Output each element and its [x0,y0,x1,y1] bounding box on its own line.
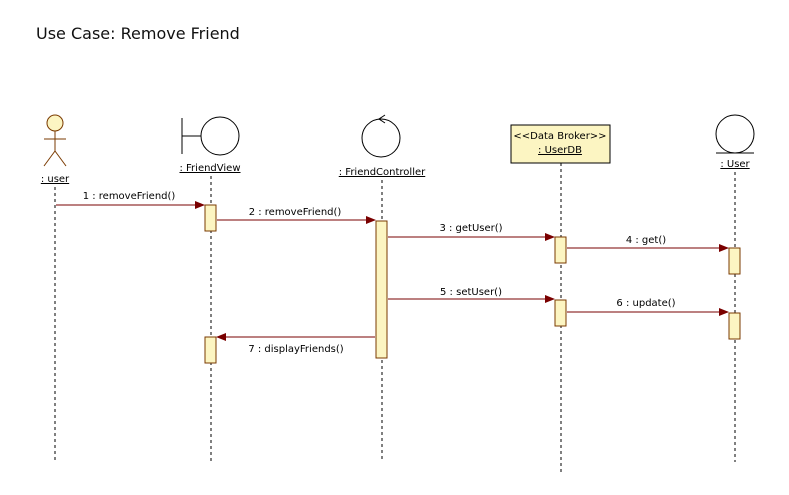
entity-icon [715,114,755,154]
lifeline-user-label: : user [41,174,70,185]
message-label-3: 3 : getUser() [439,223,502,234]
activation-user-db-1 [554,236,567,264]
activation-friend-controller [375,220,388,359]
lifeline-user-entity[interactable]: : User [715,114,755,462]
message-label-5: 5 : setUser() [440,287,502,298]
class-box [510,124,611,164]
message-label-1: 1 : removeFriend() [83,191,176,202]
message-label-7: 7 : displayFriends() [248,344,343,355]
lifeline-user[interactable]: : user [41,114,70,462]
actor-icon [43,114,67,167]
activation-user-entity-1 [728,247,741,275]
activation-friend-view-2 [204,336,217,364]
lifeline-friend-view-label: : FriendView [179,163,240,174]
lifeline-user-entity-label: : User [720,159,750,170]
lifeline-user-db-label: : UserDB [538,145,582,156]
message-label-4: 4 : get() [626,235,666,246]
message-label-6: 6 : update() [616,298,675,309]
message-label-2: 2 : removeFriend() [249,207,342,218]
page-title: Use Case: Remove Friend [36,24,240,43]
lifeline-user-db-stereotype: <<Data Broker>> [513,131,606,142]
activation-user-db-2 [554,299,567,327]
lifeline-user-db[interactable]: <<Data Broker>> : UserDB [510,124,611,475]
lifeline-friend-controller-label: : FriendController [339,167,426,178]
control-icon [361,114,401,158]
boundary-icon [181,116,240,156]
activation-user-entity-2 [728,312,741,340]
lifeline-friend-view[interactable]: : FriendView [179,116,241,462]
activation-friend-view-1 [204,204,217,232]
